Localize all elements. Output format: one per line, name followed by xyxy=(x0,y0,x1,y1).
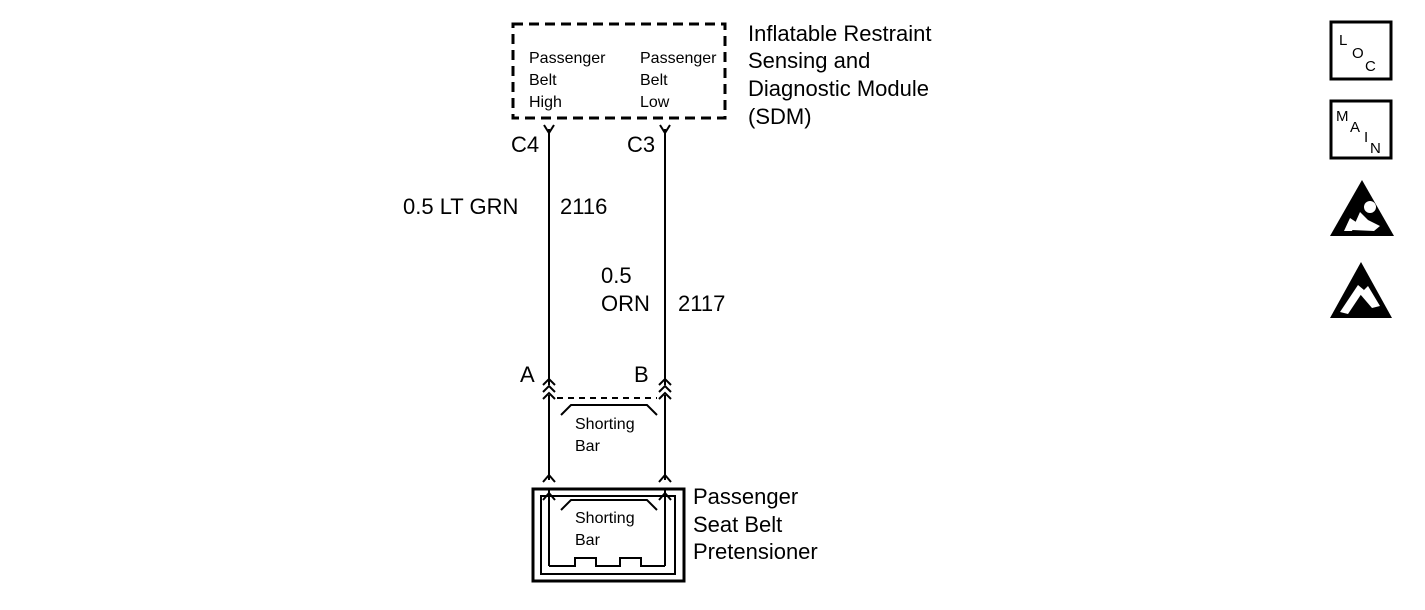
terminal-b-label: B xyxy=(634,362,649,387)
connector-shorting-bar-line-1: Shorting xyxy=(575,416,635,433)
sdm-title-line-4: (SDM) xyxy=(748,104,812,129)
main-icon-letter-2: A xyxy=(1350,119,1360,136)
sdm-pin-right-line-2: Belt xyxy=(640,72,668,89)
airbag-warning-icon[interactable] xyxy=(1330,180,1394,236)
loc-icon-letter-1: L xyxy=(1339,32,1347,49)
sdm-title-line-3: Diagnostic Module xyxy=(748,76,929,101)
esd-warning-icon[interactable] xyxy=(1330,262,1392,318)
pretensioner-shorting-bar-line-2: Bar xyxy=(575,532,601,549)
pretensioner-box-inner xyxy=(540,495,676,575)
pretensioner-pin-left-arrow xyxy=(542,473,556,483)
connector-shorting-bar-line-2: Bar xyxy=(575,438,601,455)
sdm-pin-left-line-3: High xyxy=(529,94,562,111)
pretensioner-box-outer xyxy=(531,487,686,583)
pretensioner-pin-right-arrow xyxy=(658,473,672,483)
pretensioner-shorting-bar-line-1: Shorting xyxy=(575,510,635,527)
pretensioner-inner-arrow-right xyxy=(658,491,672,501)
sdm-title-line-1: Inflatable Restraint xyxy=(748,21,931,46)
pretensioner-title-line-3: Pretensioner xyxy=(693,539,818,564)
sdm-pin-left-line-2: Belt xyxy=(529,72,557,89)
pretensioner-base-profile xyxy=(549,557,665,567)
sdm-title-line-2: Sensing and xyxy=(748,48,870,73)
terminal-a-label: A xyxy=(520,362,535,387)
wire-right-gauge: 0.5 xyxy=(601,263,632,288)
wire-left-circuit: 2116 xyxy=(560,194,607,219)
inline-connector-right-symbol xyxy=(658,377,672,400)
loc-icon-letter-3: C xyxy=(1365,58,1376,75)
main-icon-letter-4: N xyxy=(1370,140,1381,157)
connector-c4-label: C4 xyxy=(511,132,539,157)
sdm-pin-left-line-1: Passenger xyxy=(529,50,606,67)
sdm-pin-right-line-3: Low xyxy=(640,94,670,111)
main-icon-letter-3: I xyxy=(1364,129,1368,146)
wire-right-circuit: 2117 xyxy=(678,291,725,316)
pretensioner-shorting-bar-symbol xyxy=(560,499,658,511)
sdm-pin-right-line-1: Passenger xyxy=(640,50,717,67)
pretensioner-title-line-1: Passenger xyxy=(693,484,798,509)
main-icon[interactable]: M A I N xyxy=(1329,99,1393,160)
connector-shorting-bar-symbol xyxy=(560,404,658,416)
pretensioner-inner-arrow-left xyxy=(542,491,556,501)
loc-icon-letter-2: O xyxy=(1352,45,1364,62)
loc-icon[interactable]: L O C xyxy=(1329,20,1393,81)
connector-c3-label: C3 xyxy=(627,132,655,157)
sdm-module-box xyxy=(511,22,727,120)
main-icon-letter-1: M xyxy=(1336,108,1349,125)
inline-connector-left-symbol xyxy=(542,377,556,400)
wire-left-gauge-color: 0.5 LT GRN xyxy=(403,194,518,219)
pretensioner-title-line-2: Seat Belt xyxy=(693,512,782,537)
wire-right-color: ORN xyxy=(601,291,650,316)
